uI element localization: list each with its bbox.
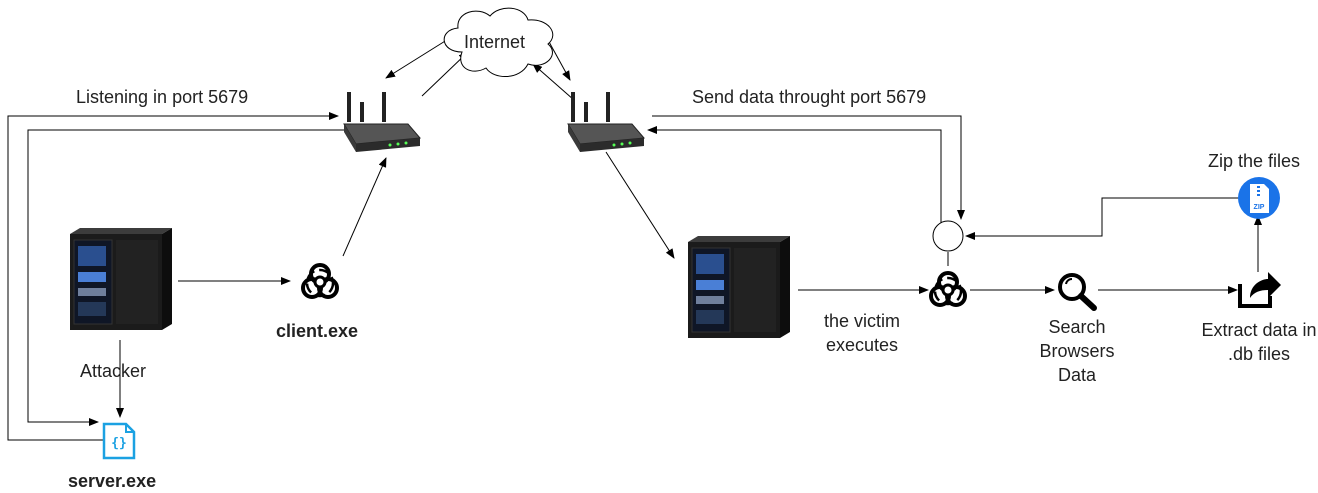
victim-biohazard-icon bbox=[929, 271, 967, 307]
zip-icon: ZIP bbox=[1238, 177, 1280, 219]
search-browsers-label: Search Browsers Data bbox=[1039, 317, 1115, 385]
svg-text:{}: {} bbox=[111, 436, 127, 451]
connectors bbox=[7, 37, 1262, 441]
zip-badge-text: ZIP bbox=[1254, 204, 1265, 211]
extract-data-label: Extract data in .db files bbox=[1201, 320, 1317, 364]
victim-computer-tower-icon bbox=[687, 235, 791, 339]
client-exe-label: client.exe bbox=[276, 321, 359, 341]
server-exe-label: server.exe bbox=[68, 471, 157, 491]
cloud-to-right-router-arrow bbox=[547, 39, 571, 81]
left-router-icon bbox=[343, 91, 421, 153]
right-router-to-victim-arrow bbox=[605, 151, 675, 259]
collector-node bbox=[932, 220, 964, 252]
attacker-computer-tower-icon bbox=[69, 227, 173, 331]
client-biohazard-icon bbox=[301, 263, 339, 299]
right-router-icon bbox=[567, 91, 645, 153]
listening-port-label: Listening in port 5679 bbox=[76, 87, 249, 107]
zip-files-label: Zip the files bbox=[1208, 151, 1301, 171]
left-router-to-server-path bbox=[27, 129, 346, 426]
code-file-icon[interactable]: {} bbox=[102, 422, 136, 460]
cloud-label: Internet bbox=[464, 32, 526, 52]
right-router-to-collector-path bbox=[652, 115, 965, 220]
collector-to-right-router-path bbox=[647, 126, 942, 225]
right-router-to-cloud-arrow bbox=[532, 63, 575, 101]
server-to-left-router-path bbox=[7, 112, 339, 441]
cloud-icon bbox=[443, 7, 554, 77]
zip-to-collector-path bbox=[965, 197, 1240, 240]
attacker-label: Attacker bbox=[80, 361, 147, 381]
magnifier-icon bbox=[1058, 273, 1097, 311]
victim-executes-label: the victim executes bbox=[823, 311, 901, 355]
export-icon bbox=[1238, 272, 1281, 308]
cloud-to-left-router-arrow bbox=[385, 37, 451, 79]
send-data-port-label: Send data throught port 5679 bbox=[692, 87, 927, 107]
client-to-left-router-arrow bbox=[342, 157, 387, 257]
